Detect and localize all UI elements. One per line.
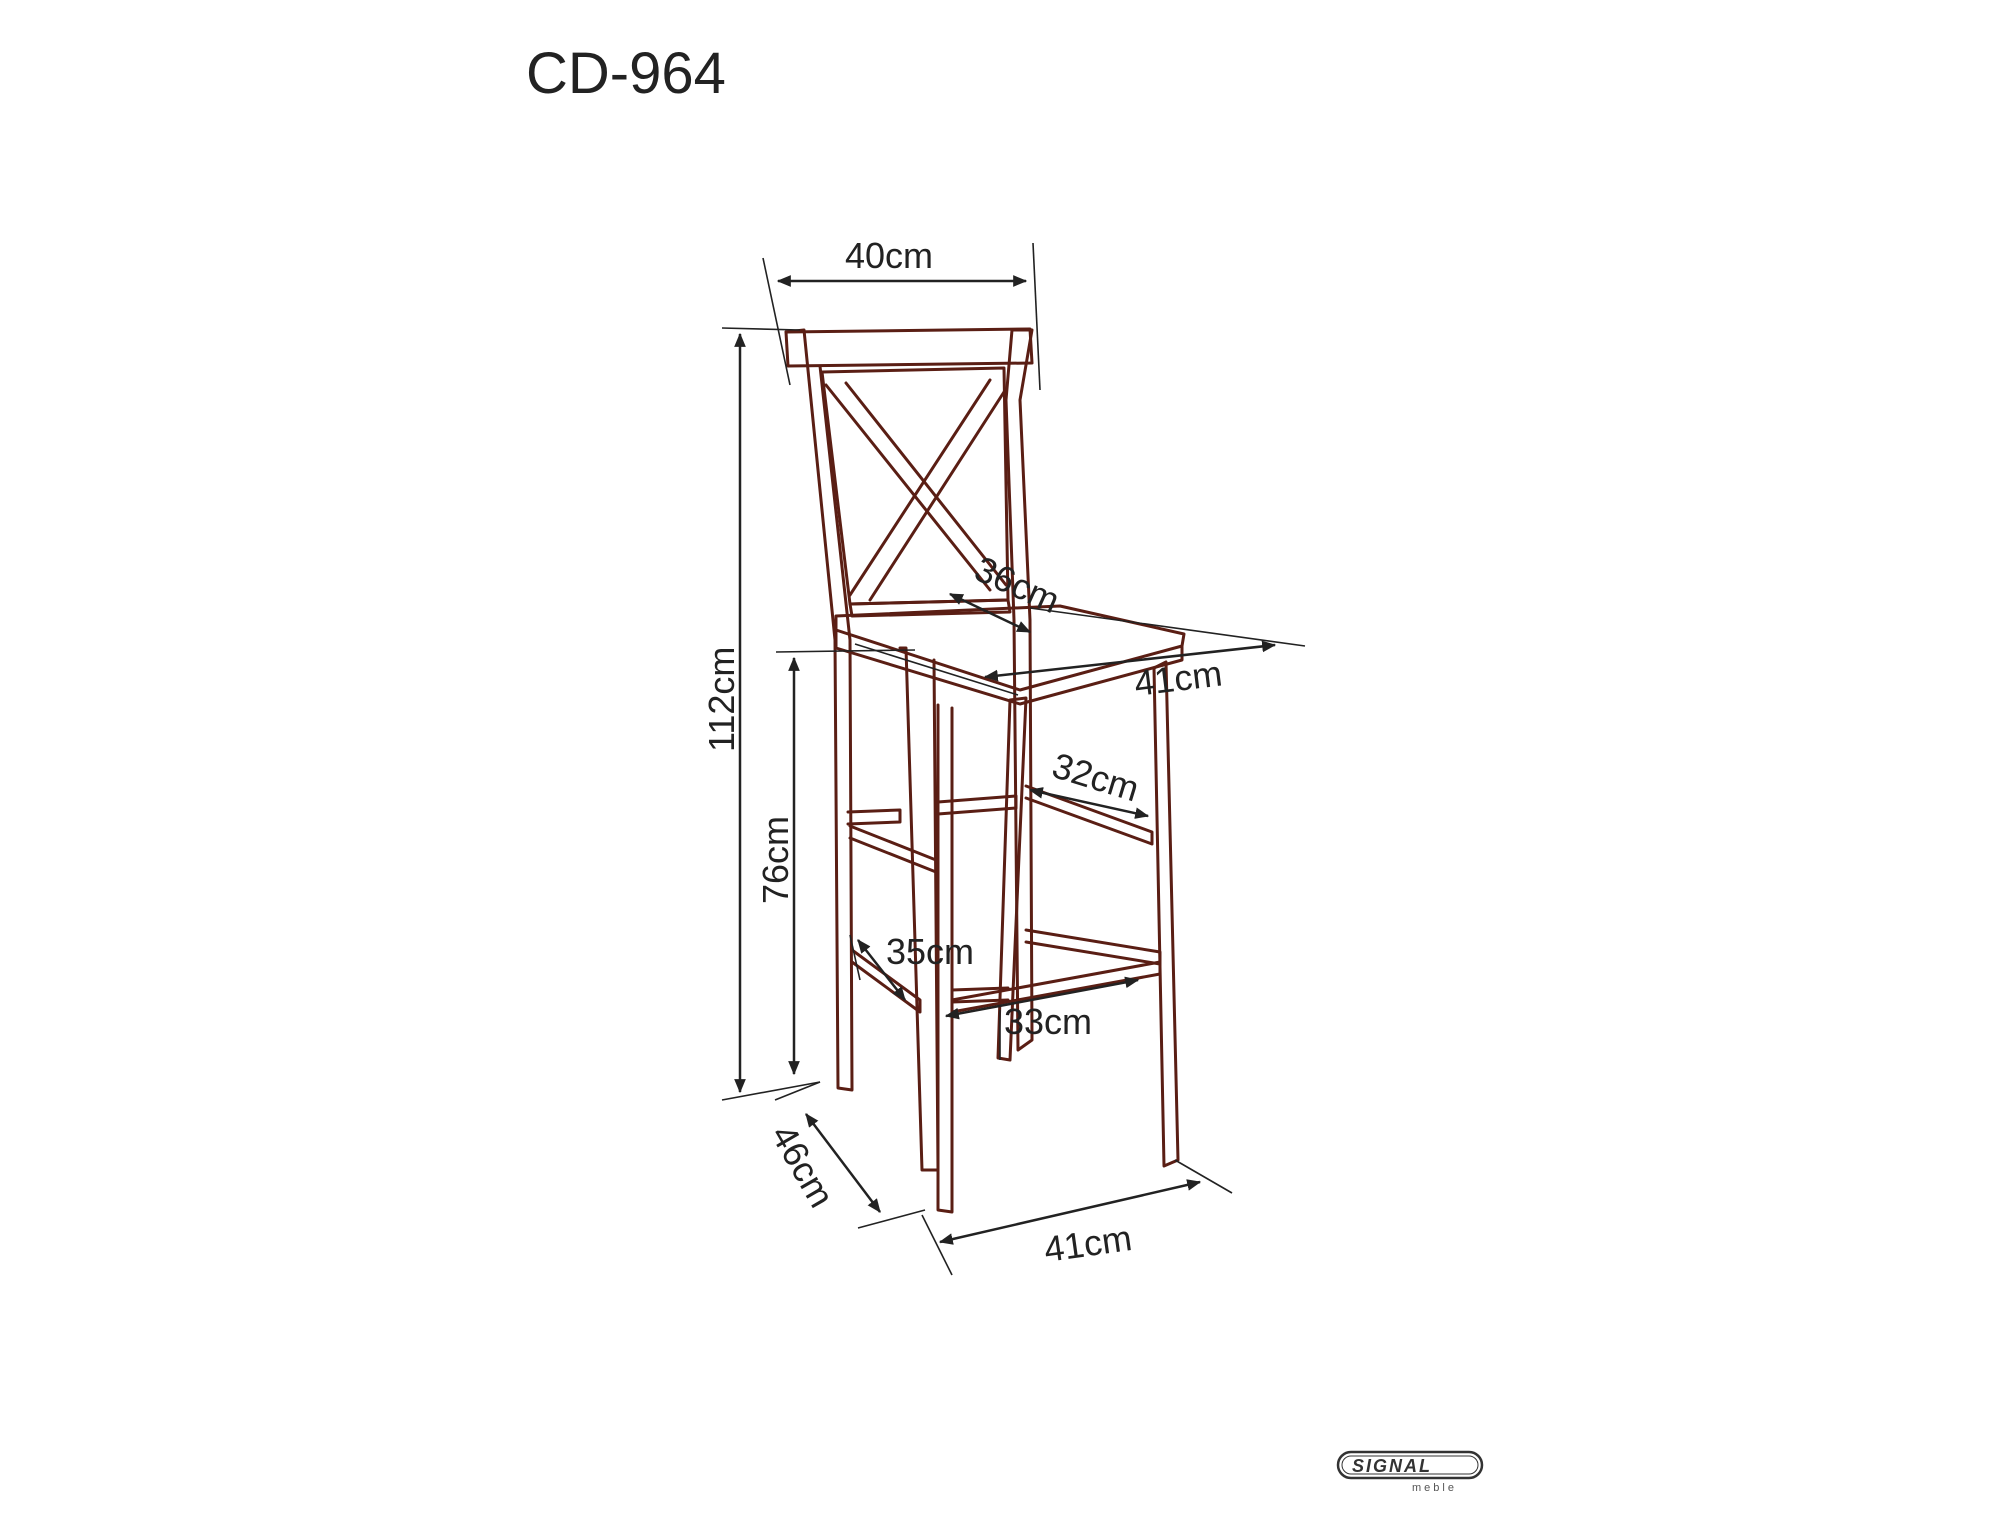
front-right-leg [1152, 660, 1180, 1168]
dim-side-stretcher-line [857, 939, 906, 1001]
dimension-labels: 40cm 112cm 76cm 36cm 41cm 32cm 35cm 33cm… [701, 235, 1224, 1270]
dimension-lines [734, 275, 1277, 1245]
signal-logo: SIGNAL meble [1336, 1450, 1484, 1494]
label-side-stretcher: 35cm [886, 931, 974, 972]
dim-base-depth-line [805, 1113, 881, 1213]
dim-seat-depth-line [948, 592, 1032, 634]
back-right-upright [1004, 328, 1034, 1052]
dim-lower-stretcher-line [944, 976, 1140, 1020]
front-mid-leg [996, 696, 1028, 1062]
label-back-width: 40cm [845, 235, 933, 276]
logo-sub: meble [1412, 1482, 1457, 1494]
dim-upper-stretcher-line [1028, 787, 1150, 819]
lower-stretcher-right [1024, 928, 1162, 966]
back-cross-a [824, 381, 1008, 592]
label-seat-height: 76cm [755, 816, 796, 904]
upper-stretcher-back [848, 824, 938, 874]
dim-seat-width-line [983, 640, 1277, 682]
upper-stretcher-front [936, 794, 1018, 816]
product-title: CD-964 [526, 41, 726, 106]
back-cross-b [848, 378, 1006, 602]
label-lower-stretcher: 33cm [1004, 1001, 1092, 1042]
label-base-depth: 46cm [763, 1118, 843, 1215]
logo-brand: SIGNAL [1352, 1456, 1432, 1476]
front-left-leg [898, 646, 940, 1172]
backrest-top-rail [784, 327, 1034, 368]
back-left-upright [784, 328, 854, 1092]
dim-base-width-line [938, 1179, 1202, 1245]
label-base-width: 41cm [1041, 1217, 1134, 1270]
label-total-height: 112cm [701, 647, 742, 752]
seat-top [834, 604, 1186, 692]
